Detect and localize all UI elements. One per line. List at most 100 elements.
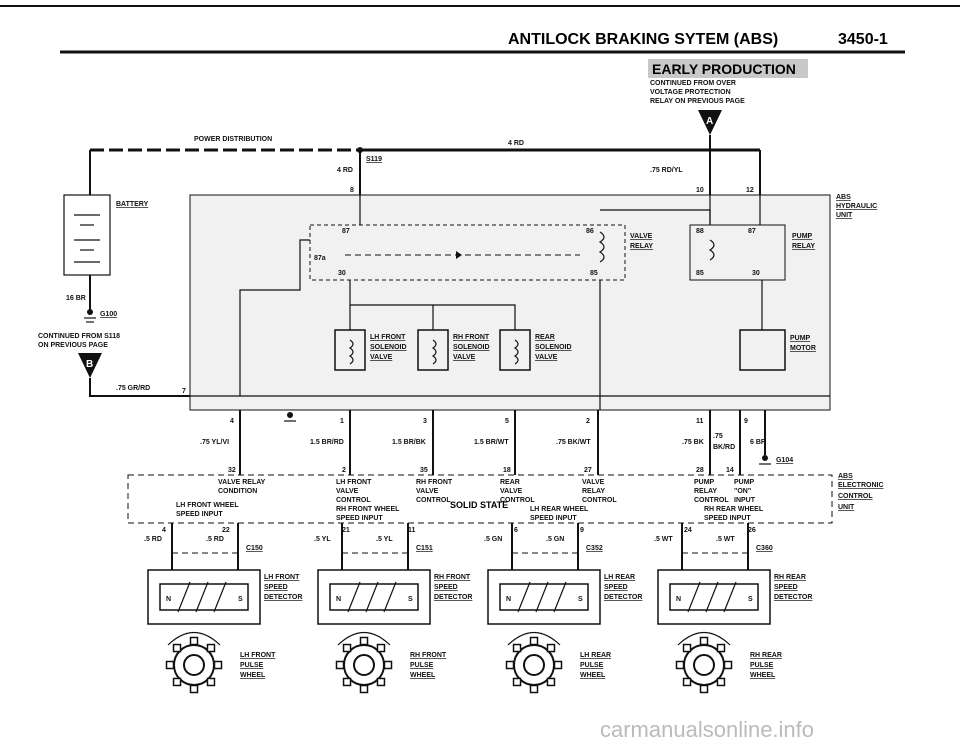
pulse-wheel-tooth (189, 684, 199, 694)
note-line-3: RELAY ON PREVIOUS PAGE (650, 98, 745, 105)
hydraulic-unit-name-1: ABS (836, 194, 851, 201)
pump-motor-label-2: MOTOR (790, 345, 816, 352)
detector-coil-icon (347, 581, 397, 613)
south-pole-label: S (408, 596, 413, 603)
detector-coil-icon (177, 581, 227, 613)
note-line-2: VOLTAGE PROTECTION (650, 89, 731, 96)
wire-label-bk-wt: .75 BK/WT (556, 439, 591, 446)
watermark: carmanualsonline.info (600, 717, 814, 742)
internal-wire (600, 209, 711, 225)
connector-b-arrow (78, 353, 102, 378)
speed-detector-label-1: LH REAR (604, 574, 635, 581)
pin-12: 12 (746, 187, 754, 194)
north-pole-label: N (166, 596, 171, 603)
pulse-wheel-tooth (206, 677, 216, 687)
pin-8: 8 (350, 187, 354, 194)
coil-icon (348, 339, 354, 365)
ecu-pin-2: 2 (342, 467, 346, 474)
ecu-pin-14: 14 (726, 467, 734, 474)
g104-ground-dot (762, 455, 768, 461)
pulse-wheel-tooth (165, 660, 175, 670)
ecu-rear-3: CONTROL (500, 497, 535, 504)
pin-87b: 87 (748, 228, 756, 235)
pulse-wheel-label-2: PULSE (240, 662, 264, 669)
sensor-connector-label: C150 (246, 545, 263, 552)
pin-7: 7 (182, 388, 186, 395)
wire-b-label: .75 GR/RD (116, 385, 150, 392)
pulse-wheel-tooth (383, 660, 393, 670)
ecu-valve-2: RELAY (582, 488, 605, 495)
pulse-wheel-tooth (376, 677, 386, 687)
diode-icon (456, 251, 462, 259)
ecu-rh-rear-wheel-1: RH REAR WHEEL (704, 506, 764, 513)
pump-relay-label-2: RELAY (792, 243, 815, 250)
wire-b-to-unit (89, 378, 190, 397)
sensor-wire-label: .5 WT (654, 536, 673, 543)
speed-detector-core (669, 583, 759, 611)
ecu-pin-6: 6 (514, 527, 518, 534)
south-pole-label: S (238, 596, 243, 603)
coil-icon (513, 339, 519, 365)
ecu-rh-front-2: VALVE (416, 488, 439, 495)
wire-s119-label: 4 RD (337, 167, 353, 174)
ecu-lh-rear-wheel-1: LH REAR WHEEL (530, 506, 589, 513)
north-pole-label: N (676, 596, 681, 603)
page-title: ANTILOCK BRAKING SYTEM (ABS) (508, 31, 778, 48)
pump-motor-label-1: PUMP (790, 335, 811, 342)
ecu-name-3: CONTROL (838, 493, 873, 500)
valve-relay-label-1: VALVE (630, 233, 653, 240)
ecu-valve-1: VALVE (582, 479, 605, 486)
hydraulic-unit-box (189, 194, 831, 411)
pulse-wheel-tooth (335, 660, 345, 670)
pulse-wheel-tooth (342, 643, 352, 653)
battery-symbol (63, 194, 111, 276)
ecu-lh-front-wheel-2: SPEED INPUT (176, 511, 223, 518)
pulse-wheel-label-1: RH REAR (750, 652, 782, 659)
pin-88: 88 (696, 228, 704, 235)
pulse-wheel-tooth (359, 636, 369, 646)
south-pole-label: S (748, 596, 753, 603)
ecu-name-2: ELECTRONIC (838, 482, 884, 489)
speed-detector-label-2: SPEED (434, 584, 458, 591)
speed-detector-label-1: LH FRONT (264, 574, 300, 581)
speed-detector-label-3: DETECTOR (264, 594, 302, 601)
pulse-wheel-tooth (342, 677, 352, 687)
badge-background (648, 59, 808, 78)
ecu-rear-1: REAR (500, 479, 520, 486)
ecu-name-1: ABS (838, 473, 853, 480)
pulse-wheel-tooth (359, 684, 369, 694)
internal-wire (239, 239, 310, 396)
speed-detector-label-3: DETECTOR (604, 594, 642, 601)
ecu-pump-on-2: "ON" (734, 488, 751, 495)
pin-87: 87 (342, 228, 350, 235)
pin-4: 4 (230, 418, 234, 425)
continued-line-1: CONTINUED FROM S118 (38, 333, 120, 340)
battery-wire-label: 16 BR (66, 295, 86, 302)
speed-detector-label-1: RH FRONT (434, 574, 471, 581)
ecu-pump-relay-1: PUMP (694, 479, 715, 486)
speed-detector-housing (487, 569, 601, 625)
pin-11: 11 (696, 418, 704, 425)
pulse-wheel-tooth (376, 643, 386, 653)
pin-10: 10 (696, 187, 704, 194)
pulse-wheel-label-1: LH FRONT (240, 652, 276, 659)
lh-front-solenoid-2: SOLENOID (370, 344, 407, 351)
pin-5: 5 (505, 418, 509, 425)
wire-label-br-bk: 1.5 BR/BK (392, 439, 426, 446)
sensor-wire-label: .5 YL (314, 536, 331, 543)
wire-label-bk-rd: BK/RD (713, 444, 735, 451)
ecu-valve-3: CONTROL (582, 497, 617, 504)
s119-splice-dot (357, 147, 363, 153)
rotation-arrow-icon (337, 632, 391, 646)
sensor-wire-label: .5 GN (484, 536, 502, 543)
pin-85: 85 (590, 270, 598, 277)
rear-solenoid-3: VALVE (535, 354, 558, 361)
rh-front-solenoid-1: RH FRONT (453, 334, 490, 341)
ecu-pin-35: 35 (420, 467, 428, 474)
wire-rdyl-label: .75 RD/YL (650, 167, 683, 174)
north-pole-label: N (506, 596, 511, 603)
ecu-lh-rear-wheel-2: SPEED INPUT (530, 515, 577, 522)
ecu-pin-18: 18 (503, 467, 511, 474)
pulse-wheel-tooth (529, 636, 539, 646)
pulse-wheel-label-3: WHEEL (580, 672, 606, 679)
